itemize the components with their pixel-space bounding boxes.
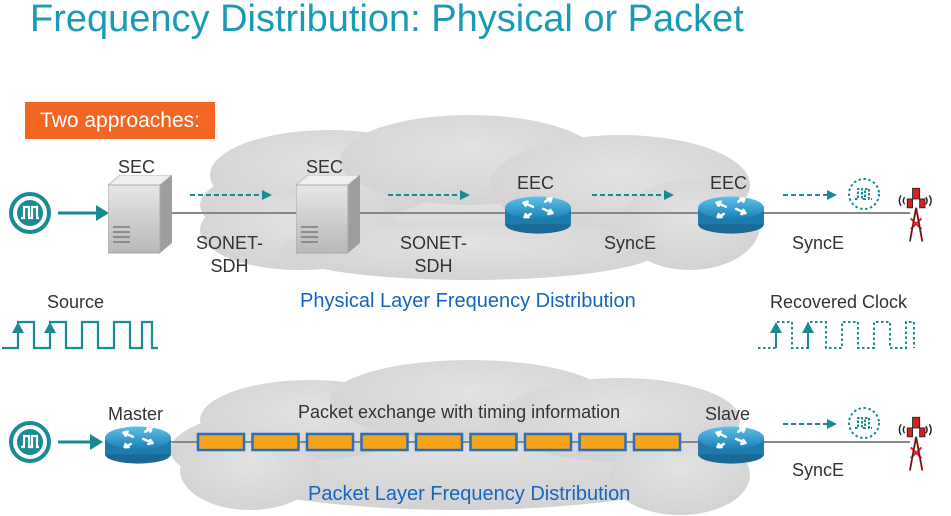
packet-recovered-clock-icon	[848, 407, 880, 439]
packet	[632, 432, 682, 452]
eec-router-2	[697, 195, 765, 235]
link-label-3: SyncE	[604, 233, 657, 253]
recovered-clock-icon	[848, 178, 880, 210]
packet-cell-tower-icon	[898, 416, 933, 472]
recovered-wave	[758, 321, 915, 349]
packet	[360, 432, 409, 452]
link-label-4: SyncE	[792, 233, 845, 253]
packet	[469, 432, 518, 452]
packet-sync-label: SyncE	[792, 460, 845, 480]
packet-caption: Packet Layer Frequency Distribution	[308, 483, 631, 505]
eec-label-2: EEC	[710, 173, 748, 193]
recovered-clock-label: Recovered Clock	[770, 292, 908, 312]
physical-caption: Physical Layer Frequency Distribution	[300, 290, 636, 312]
approaches-badge: Two approaches:	[25, 102, 215, 139]
packet-stream	[196, 432, 682, 452]
packet-exchange-label: Packet exchange with timing information	[298, 402, 621, 422]
sec-label-1: SEC	[118, 157, 156, 177]
slave-router	[697, 425, 765, 465]
packet-source-clock-icon	[9, 421, 51, 463]
eec-router-1	[504, 195, 572, 235]
source-clock-icon	[9, 192, 51, 234]
page-title: Frequency Distribution: Physical or Pack…	[30, 0, 744, 40]
link-label-1: SONET- SDH	[196, 233, 264, 276]
source-wave	[2, 320, 158, 350]
master-router	[104, 425, 172, 465]
packet	[578, 432, 627, 452]
cell-tower-icon	[898, 187, 933, 243]
packet	[305, 432, 355, 452]
packet	[414, 432, 464, 452]
link-label-2: SONET- SDH	[400, 233, 468, 276]
source-label: Source	[47, 292, 105, 312]
slave-label: Slave	[705, 404, 751, 424]
sec-device-1	[108, 175, 172, 254]
packet	[251, 432, 300, 452]
physical-cloud	[200, 115, 760, 280]
master-label: Master	[108, 404, 164, 424]
eec-label-1: EEC	[517, 173, 555, 193]
sec-device-2	[296, 175, 360, 254]
packet	[196, 432, 246, 452]
sec-label-2: SEC	[306, 157, 344, 177]
packet	[523, 432, 573, 452]
